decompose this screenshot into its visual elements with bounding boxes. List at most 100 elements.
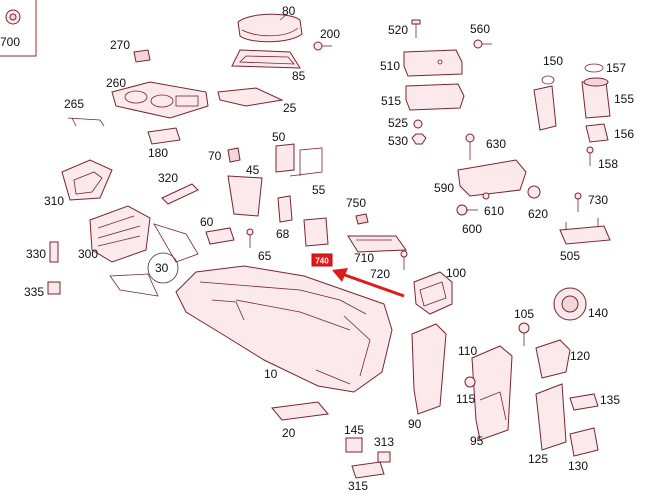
label-630: 630: [486, 137, 506, 151]
part-200[interactable]: [313, 41, 332, 51]
part-320[interactable]: [161, 183, 199, 205]
part-45[interactable]: [227, 175, 263, 217]
part-80[interactable]: [237, 13, 303, 43]
label-515: 515: [381, 94, 401, 108]
part-50[interactable]: [275, 143, 295, 173]
part-260[interactable]: [111, 81, 209, 119]
label-50: 50: [272, 130, 286, 144]
label-520: 520: [388, 23, 408, 37]
label-25: 25: [283, 101, 297, 115]
label-590: 590: [434, 181, 454, 195]
part-157[interactable]: [584, 63, 604, 73]
label-505: 505: [560, 249, 580, 263]
label-260: 260: [106, 76, 126, 90]
label-157: 157: [606, 61, 626, 75]
part-270[interactable]: [133, 49, 151, 63]
part-560[interactable]: [473, 39, 492, 49]
part-135[interactable]: [569, 393, 599, 411]
part-85[interactable]: [231, 49, 301, 69]
label-10: 10: [264, 367, 278, 381]
label-20: 20: [282, 426, 296, 440]
part-330[interactable]: [49, 241, 59, 263]
part-110[interactable]: [471, 345, 513, 441]
part-590[interactable]: [457, 159, 527, 197]
label-125: 125: [528, 452, 548, 466]
part-55[interactable]: [289, 147, 323, 177]
part-630[interactable]: [465, 133, 475, 160]
label-313: 313: [374, 435, 394, 449]
part-60[interactable]: [205, 227, 235, 245]
part-125[interactable]: [535, 383, 567, 451]
part-300[interactable]: [89, 205, 151, 263]
part-140[interactable]: [553, 287, 587, 321]
label-330: 330: [26, 247, 46, 261]
label-80: 80: [282, 4, 296, 18]
part-156[interactable]: [585, 123, 609, 143]
label-150: 150: [543, 54, 563, 68]
label-270: 270: [110, 38, 130, 52]
part-25[interactable]: [217, 87, 284, 107]
label-140: 140: [588, 306, 608, 320]
label-45: 45: [246, 163, 260, 177]
label-610: 610: [484, 204, 504, 218]
part-10[interactable]: [175, 265, 393, 393]
part-335[interactable]: [47, 281, 61, 295]
part-115[interactable]: [464, 376, 476, 388]
part-68[interactable]: [277, 195, 293, 223]
part-95[interactable]: [479, 391, 507, 421]
part-180[interactable]: [147, 127, 181, 145]
part-620[interactable]: [527, 185, 541, 199]
part-505[interactable]: [559, 218, 611, 245]
part-20[interactable]: [271, 401, 329, 421]
part-710[interactable]: [347, 235, 407, 253]
label-65: 65: [258, 249, 272, 263]
label-110: 110: [458, 344, 477, 358]
part-600[interactable]: [456, 204, 478, 216]
label-95: 95: [470, 434, 484, 448]
part-30[interactable]: [109, 223, 199, 297]
part-120[interactable]: [535, 339, 571, 379]
part-145[interactable]: [345, 437, 363, 453]
label-620: 620: [528, 207, 548, 221]
part-700[interactable]: [0, 0, 37, 57]
part-158[interactable]: [586, 146, 594, 166]
part-105[interactable]: [518, 322, 530, 346]
part-315[interactable]: [351, 461, 385, 479]
label-105: 105: [514, 307, 534, 321]
part-740[interactable]: [303, 217, 329, 247]
label-100: 100: [446, 266, 466, 280]
highlight-badge[interactable]: 740: [311, 253, 333, 267]
part-610[interactable]: [482, 192, 490, 200]
part-750[interactable]: [355, 213, 369, 225]
part-313[interactable]: [377, 451, 391, 463]
part-100[interactable]: [413, 271, 453, 315]
label-315: 315: [348, 479, 368, 493]
part-130[interactable]: [569, 427, 599, 457]
part-530[interactable]: [411, 133, 427, 145]
part-525[interactable]: [413, 119, 423, 129]
label-30: 30: [155, 261, 169, 275]
part-720[interactable]: [400, 250, 408, 270]
part-265[interactable]: [67, 117, 105, 127]
part-155[interactable]: [581, 77, 611, 119]
part-310[interactable]: [61, 159, 113, 201]
part-65[interactable]: [246, 228, 254, 248]
label-530: 530: [388, 134, 408, 148]
part-730[interactable]: [574, 192, 582, 212]
part-70[interactable]: [227, 147, 241, 163]
part-90[interactable]: [411, 323, 447, 415]
label-135: 135: [600, 393, 620, 407]
label-710: 710: [354, 251, 374, 265]
part-520[interactable]: [411, 19, 421, 38]
highlight-arrow: [332, 268, 405, 298]
label-90: 90: [408, 417, 422, 431]
label-700: 700: [0, 35, 20, 49]
highlight-badge-text: 740: [315, 257, 329, 266]
label-200: 200: [320, 27, 340, 41]
label-145: 145: [344, 423, 364, 437]
label-525: 525: [388, 116, 408, 130]
part-510[interactable]: [403, 49, 463, 77]
part-150[interactable]: [533, 75, 557, 131]
part-515[interactable]: [405, 83, 465, 111]
